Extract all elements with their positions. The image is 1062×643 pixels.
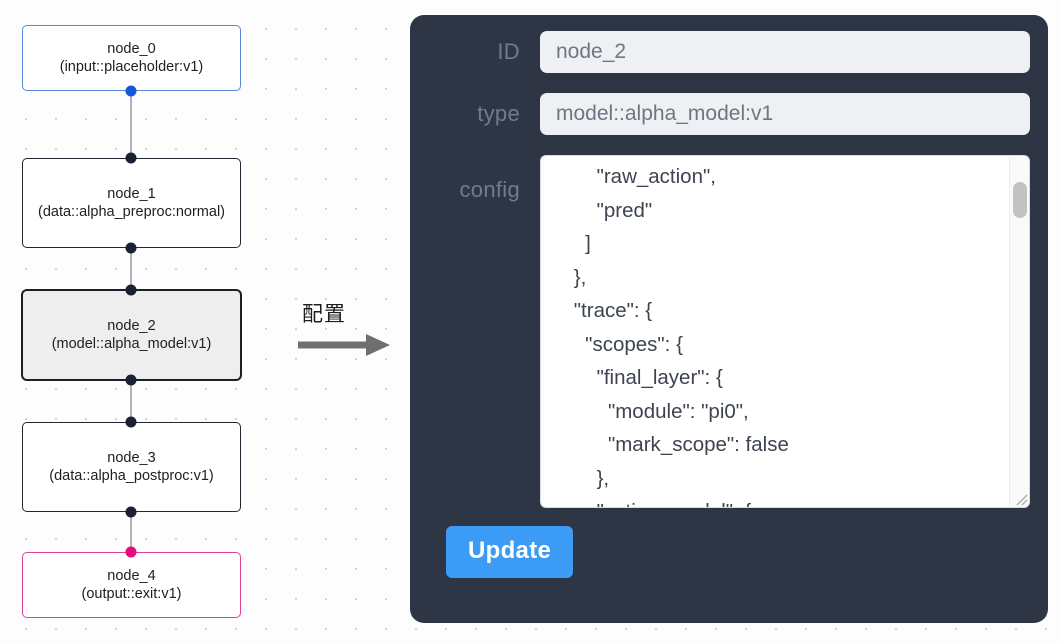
field-row-id: ID: [428, 31, 1030, 73]
graph-node-node_0[interactable]: node_0(input::placeholder:v1): [22, 25, 241, 91]
graph-node-node_4[interactable]: node_4(output::exit:v1): [22, 552, 241, 618]
node_3-target-handle[interactable]: [125, 416, 137, 428]
field-row-type: type: [428, 93, 1030, 135]
node-config-panel: ID type config "raw_action", "pred" ] },…: [410, 15, 1048, 623]
node_0-source-handle[interactable]: [125, 85, 137, 97]
config-textarea-wrapper: "raw_action", "pred" ] }, "trace": { "sc…: [540, 155, 1030, 508]
update-button[interactable]: Update: [446, 526, 574, 578]
graph-node-label: node_4(output::exit:v1): [81, 567, 182, 602]
node_2-source-handle[interactable]: [125, 374, 137, 386]
flow-arrow-icon: [296, 332, 396, 363]
config-scrollbar-thumb[interactable]: [1013, 182, 1027, 218]
graph-node-node_2[interactable]: node_2(model::alpha_model:v1): [22, 290, 241, 380]
config-field-label: config: [459, 177, 520, 202]
node_1-source-handle[interactable]: [125, 242, 137, 254]
edge-node1-node2: [130, 248, 132, 290]
type-input[interactable]: [540, 93, 1030, 135]
graph-node-label: node_3(data::alpha_postproc:v1): [49, 449, 214, 484]
node_1-target-handle[interactable]: [125, 152, 137, 164]
edge-node3-node4: [130, 512, 132, 552]
flow-arrow-annotation: 配置: [296, 298, 396, 363]
field-row-config: config "raw_action", "pred" ] }, "trace"…: [428, 155, 1030, 508]
flow-arrow-label: 配置: [302, 302, 346, 326]
type-field-label: type: [477, 101, 520, 126]
node_4-target-handle[interactable]: [125, 546, 137, 558]
node_2-target-handle[interactable]: [125, 284, 137, 296]
id-input[interactable]: [540, 31, 1030, 73]
graph-node-label: node_1(data::alpha_preproc:normal): [38, 185, 225, 220]
id-field-label: ID: [497, 39, 520, 64]
graph-node-label: node_2(model::alpha_model:v1): [51, 317, 212, 352]
config-textarea[interactable]: "raw_action", "pred" ] }, "trace": { "sc…: [540, 155, 1030, 508]
edge-node2-node3: [130, 380, 132, 422]
graph-node-node_3[interactable]: node_3(data::alpha_postproc:v1): [22, 422, 241, 512]
graph-node-node_1[interactable]: node_1(data::alpha_preproc:normal): [22, 158, 241, 248]
resize-handle-icon[interactable]: [1012, 490, 1028, 506]
edge-node0-node1: [130, 91, 132, 158]
config-scrollbar[interactable]: [1009, 156, 1029, 507]
node_3-source-handle[interactable]: [125, 506, 137, 518]
graph-node-label: node_0(input::placeholder:v1): [59, 40, 204, 75]
